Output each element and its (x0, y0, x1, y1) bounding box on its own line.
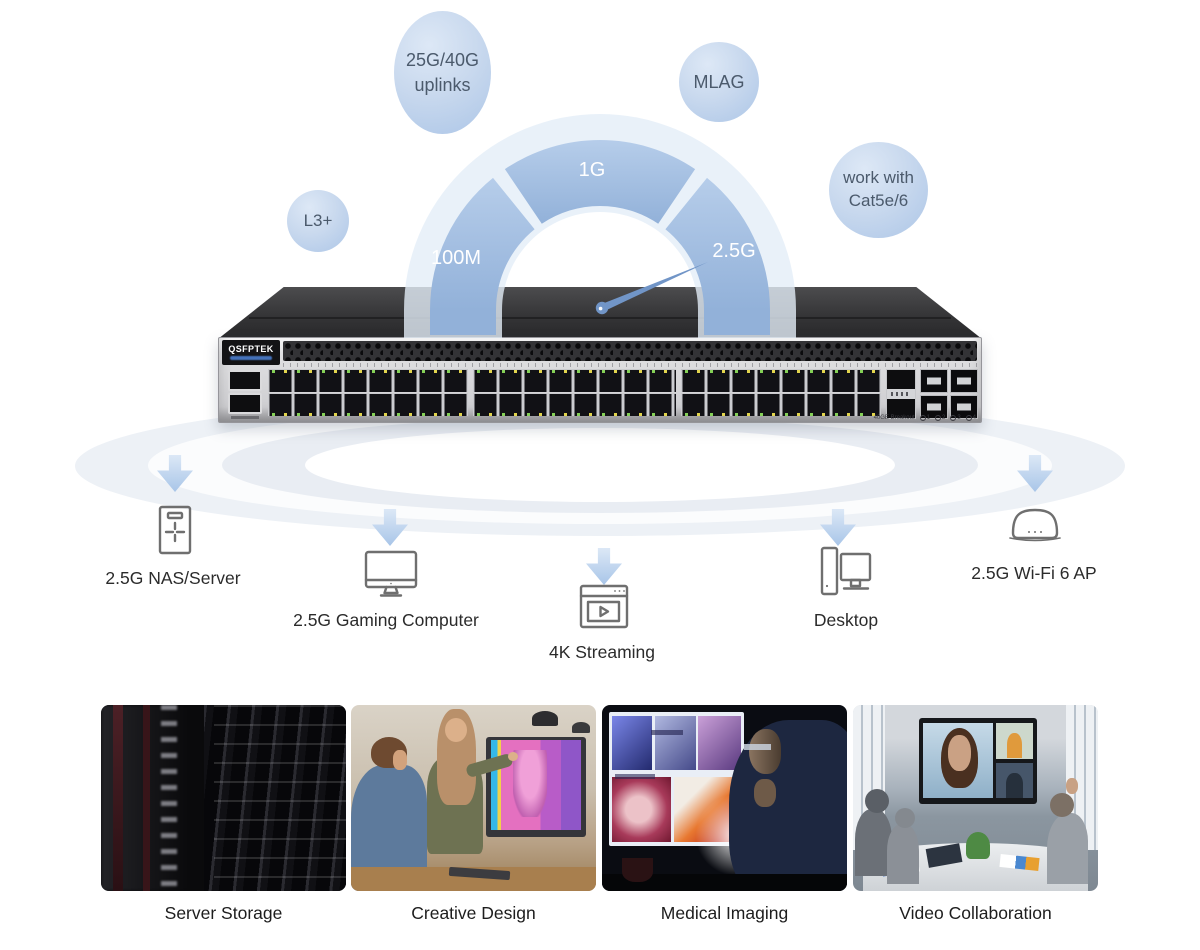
breakout-indicator-2: 2 (935, 415, 945, 421)
console-port (228, 370, 262, 391)
port-row (473, 393, 676, 416)
rj45-port-group-2 (473, 369, 676, 417)
wifi-ap-icon (1009, 508, 1061, 542)
feature-bubble-uplinks: 25G/40G uplinks (394, 11, 491, 134)
port-number-labels (283, 363, 977, 367)
switch-logo-plate: QSFPTEK (222, 340, 280, 365)
gauge-label-2-5g: 2.5G (712, 240, 755, 262)
port-row (681, 393, 881, 416)
bubble-text: work with (843, 168, 914, 188)
mgmt-port (228, 393, 262, 414)
gauge-label-1g: 1G (579, 159, 606, 181)
use-case-photo-video-collaboration (853, 705, 1098, 891)
network-switch-image: QSFPTEK (218, 287, 982, 423)
breakout-text: 40GE Breakout (873, 415, 915, 421)
vent-grille (283, 341, 977, 361)
use-case-caption: Medical Imaging (660, 903, 789, 923)
sfp-cage (886, 369, 916, 419)
gauge-segment-1g (504, 140, 696, 224)
qsfp-port (920, 369, 948, 393)
qsfp-ports (920, 369, 978, 419)
gaming-computer-icon (364, 550, 418, 597)
feature-bubble-l3: L3+ (287, 190, 349, 252)
ripple-ellipse-inner (305, 428, 895, 502)
port-row (268, 369, 468, 392)
breakout-indicator-1: 1 (920, 415, 930, 421)
port-row (268, 393, 468, 416)
device-label-wifi-ap: 2.5G Wi-Fi 6 AP (971, 563, 1097, 583)
gauge-label-100m: 100M (431, 247, 481, 269)
use-case-photo-server-storage (101, 705, 346, 891)
port-row (473, 369, 676, 392)
uplink-ports (886, 369, 978, 419)
feature-bubble-mlag: MLAG (679, 42, 759, 122)
port-row (681, 369, 881, 392)
model-number-text (230, 356, 272, 360)
bubble-text: uplinks (414, 74, 471, 95)
device-label-nas: 2.5G NAS/Server (105, 568, 241, 588)
bubble-text: 25G/40G (405, 50, 480, 71)
management-ports (224, 370, 266, 419)
arrow-down-icon (586, 548, 622, 585)
use-case-caption: Creative Design (411, 903, 536, 923)
bubble-text: L3+ (303, 210, 333, 230)
feature-bubble-cat5e: work with Cat5e/6 (829, 142, 928, 238)
breakout-indicator-3: 3 (950, 415, 960, 421)
streaming-browser-icon (579, 584, 629, 629)
qsfp-port (950, 369, 978, 393)
switch-top-panel (218, 287, 982, 339)
use-case-photo-creative-design (351, 705, 596, 891)
breakout-label: 40GE Breakout 1 2 3 4 (874, 415, 976, 421)
mgmt-port-label (231, 416, 259, 419)
use-case-caption: Server Storage (164, 903, 283, 923)
bubble-text: MLAG (693, 71, 745, 92)
breakout-indicator-4: 4 (966, 415, 976, 421)
desktop-pc-icon (820, 546, 872, 596)
switch-front-panel: QSFPTEK (218, 337, 982, 423)
bubble-text: Cat5e/6 (848, 191, 909, 210)
use-case-photo-medical-imaging (602, 705, 847, 891)
rj45-port-group-3 (681, 369, 881, 417)
brand-logo: QSFPTEK (228, 344, 274, 354)
nas-server-icon (158, 505, 192, 555)
device-label-desktop: Desktop (813, 610, 879, 630)
rj45-port-group-1 (268, 369, 468, 417)
device-label-gaming: 2.5G Gaming Computer (293, 610, 479, 630)
use-case-caption: Video Collaboration (899, 903, 1052, 923)
device-label-streaming: 4K Streaming (548, 642, 656, 662)
